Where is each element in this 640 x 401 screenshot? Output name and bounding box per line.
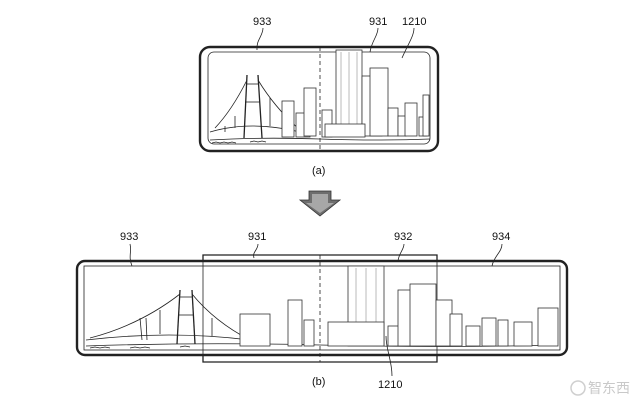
panel-a-device-frame [198, 45, 440, 153]
panel-a: 933 931 1210 (a) [198, 16, 440, 177]
transition-arrow-icon [298, 190, 342, 217]
panel-a-label-931: 931 [369, 16, 387, 28]
panel-b-screen [83, 265, 561, 351]
watermark-logo: 智东西 [570, 380, 630, 397]
panel-b-label-934: 934 [492, 231, 510, 243]
panel-b: 933 931 932 934 1210 (b) [75, 231, 569, 391]
panel-b-bridge [85, 289, 251, 345]
panel-a-caption: (a) [312, 165, 325, 177]
panel-b-label-931: 931 [248, 231, 266, 243]
panel-b-device-frame [75, 259, 569, 357]
panel-a-bridge [209, 74, 301, 139]
panel-a-skyline [281, 49, 430, 138]
panel-b-caption: (b) [312, 376, 325, 388]
panel-b-label-933: 933 [120, 231, 138, 243]
watermark-text: 智东西 [588, 381, 630, 397]
panel-b-skyline [239, 265, 559, 347]
panel-a-water [209, 137, 431, 141]
panel-a-label-1210: 1210 [402, 16, 426, 28]
panel-b-label-932: 932 [394, 231, 412, 243]
panel-b-label-1210: 1210 [378, 379, 402, 391]
panel-a-label-933: 933 [253, 16, 271, 28]
panel-a-screen [207, 51, 431, 145]
